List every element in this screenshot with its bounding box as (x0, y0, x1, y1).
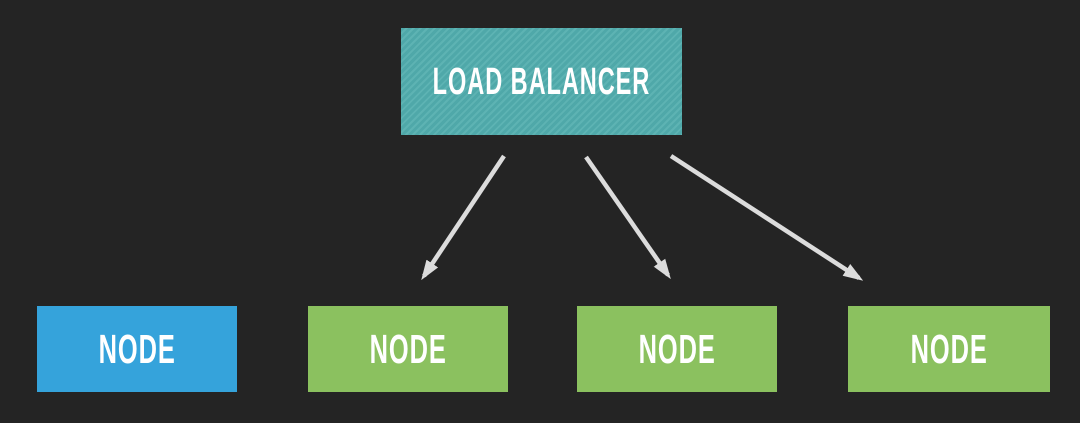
node-box-4: NODE (848, 306, 1050, 392)
arrow-lb-to-node-3 (584, 155, 671, 280)
load-balancer-label: LOAD BALANCER (432, 60, 651, 103)
node-label-1: NODE (98, 325, 176, 372)
node-label-2: NODE (369, 325, 447, 372)
arrow-lb-to-node-4 (669, 154, 864, 281)
node-box-1: NODE (37, 306, 237, 392)
node-label-3: NODE (638, 325, 716, 372)
node-box-3: NODE (577, 306, 777, 392)
node-label-4: NODE (910, 325, 988, 372)
load-balancer-box: LOAD BALANCER (401, 28, 682, 135)
arrow-lb-to-node-2 (421, 154, 506, 281)
node-box-2: NODE (308, 306, 508, 392)
